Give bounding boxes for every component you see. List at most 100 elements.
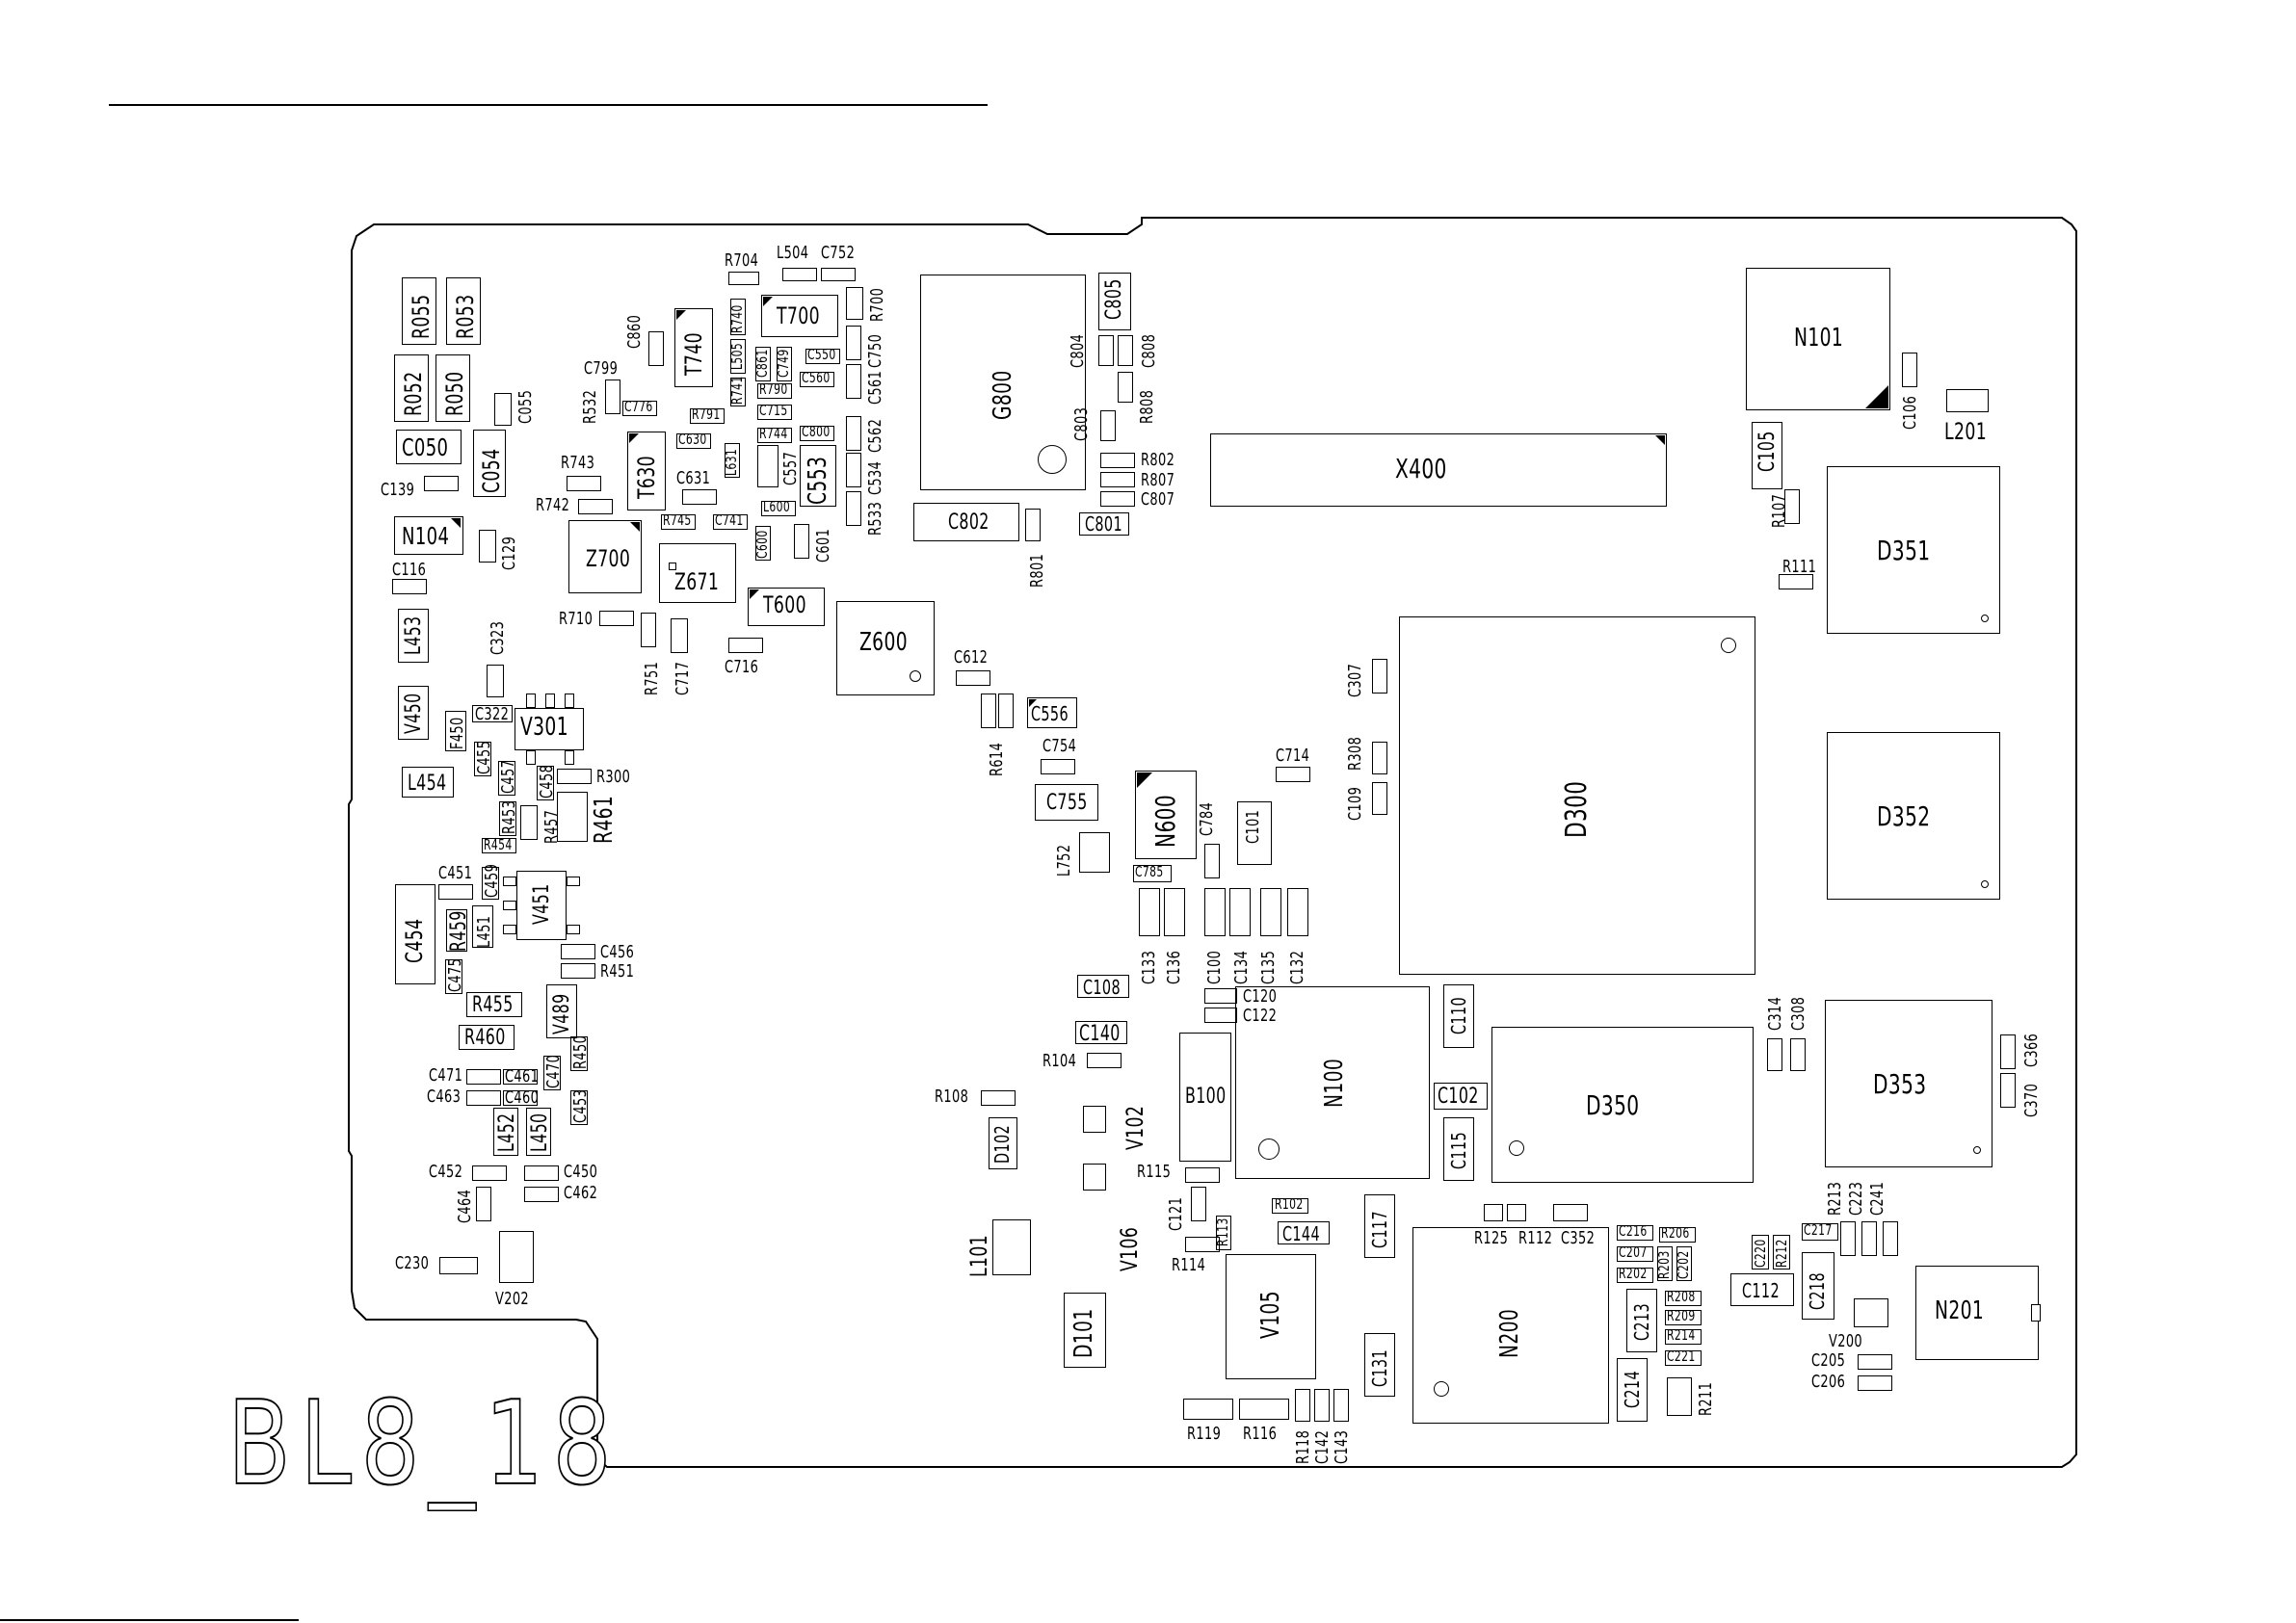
label-c314: C314 [1765,996,1785,1031]
comp-c754 [1041,759,1075,774]
label-c050: C050 [402,433,449,461]
comp-z600 [836,601,935,695]
label-n100: N100 [1320,1058,1349,1108]
comp-c454 [395,884,435,984]
pin1-dot [1981,880,1989,888]
label-c785: C785 [1135,863,1164,880]
label-c557: C557 [780,451,801,485]
comp-c451 [438,884,473,900]
comp-c807 [1100,491,1135,507]
label-c458: C458 [537,764,557,798]
label-c206: C206 [1811,1372,1846,1392]
comp-r807 [1100,472,1135,487]
label-r801: R801 [1027,553,1047,588]
comp-r790 [757,383,792,399]
comp-r744 [757,428,792,443]
comp-d350 [1491,1027,1754,1183]
comp-g800 [920,275,1086,490]
label-c803: C803 [1071,406,1092,441]
comp-c752 [821,268,856,281]
label-c352: C352 [1561,1228,1596,1248]
comp-c776 [622,401,657,416]
label-c534: C534 [865,460,885,495]
label-c136: C136 [1164,950,1184,984]
comp-v105 [1226,1254,1316,1379]
comp-c050 [396,430,462,464]
label-c100: C100 [1204,950,1225,984]
comp-v200 [1854,1298,1888,1327]
label-c752: C752 [821,243,856,263]
comp-l452 [493,1108,518,1156]
comp-c323 [487,665,504,697]
label-c801: C801 [1085,512,1122,536]
label-v102: V102 [1122,1105,1148,1150]
comp-c131 [1364,1333,1395,1397]
label-c470: C470 [543,1054,564,1088]
label-c213: C213 [1630,1303,1653,1341]
label-c464: C464 [455,1189,475,1223]
label-c560: C560 [802,369,831,386]
comp-r208 [1665,1291,1702,1306]
label-c218: C218 [1806,1272,1829,1310]
label-c122: C122 [1243,1006,1278,1026]
pin1-marker [1029,699,1037,707]
label-c307: C307 [1345,663,1365,697]
pin1-marker [1865,385,1888,408]
comp-r108 [981,1090,1016,1106]
comp-c205 [1858,1354,1892,1370]
comp-r751 [641,613,656,647]
label-c716: C716 [725,657,759,677]
pin-pad [503,925,516,934]
label-c230: C230 [395,1253,430,1273]
comp-d101 [1064,1293,1106,1368]
pin-pad [545,694,555,708]
comp-r115 [1185,1167,1220,1183]
label-l504: L504 [777,243,809,263]
comp-r532 [605,380,620,414]
label-c102: C102 [1438,1085,1479,1109]
comp-r118 [1295,1389,1310,1422]
comp-c220 [1752,1235,1769,1270]
label-r125: R125 [1474,1228,1509,1248]
comp-f450 [445,711,466,751]
comp-r614b [998,694,1014,728]
comp-c562 [846,416,861,451]
comp-r113 [1216,1216,1231,1250]
label-n101: N101 [1794,324,1844,353]
label-c459: C459 [482,863,502,898]
pin1-marker [750,589,759,599]
label-l450: L450 [528,1113,552,1153]
label-r212: R212 [1773,1239,1790,1268]
comp-r050 [435,354,470,422]
label-c144: C144 [1282,1222,1320,1245]
pin-pad [565,694,574,708]
label-c612: C612 [954,647,989,668]
pin-pad [567,925,580,934]
header-rule [109,104,988,106]
comp-z671 [659,543,736,603]
label-r453: R453 [499,799,519,834]
pin-pad [565,750,574,765]
comp-c370 [2000,1034,2016,1069]
label-r114: R114 [1172,1255,1206,1275]
label-r208: R208 [1667,1288,1696,1305]
comp-d351 [1827,466,2000,634]
label-c550: C550 [807,346,836,363]
comp-c462 [524,1187,559,1202]
label-c453: C453 [570,1088,591,1123]
label-r454: R454 [484,836,513,853]
label-c101: C101 [1243,809,1263,844]
comp-v102 [1083,1106,1106,1133]
comp-v489 [546,984,577,1038]
label-t600: T600 [763,591,806,618]
label-g800: G800 [989,370,1017,420]
footer-rule [0,1619,299,1621]
label-v202: V202 [495,1289,530,1309]
label-d353: D353 [1873,1068,1927,1100]
comp-d300 [1399,616,1755,975]
label-c366: C366 [2021,1033,2042,1067]
label-l453: L453 [402,615,426,656]
label-c804: C804 [1068,333,1088,368]
label-c129: C129 [499,536,519,570]
label-l201: L201 [1944,418,1988,445]
